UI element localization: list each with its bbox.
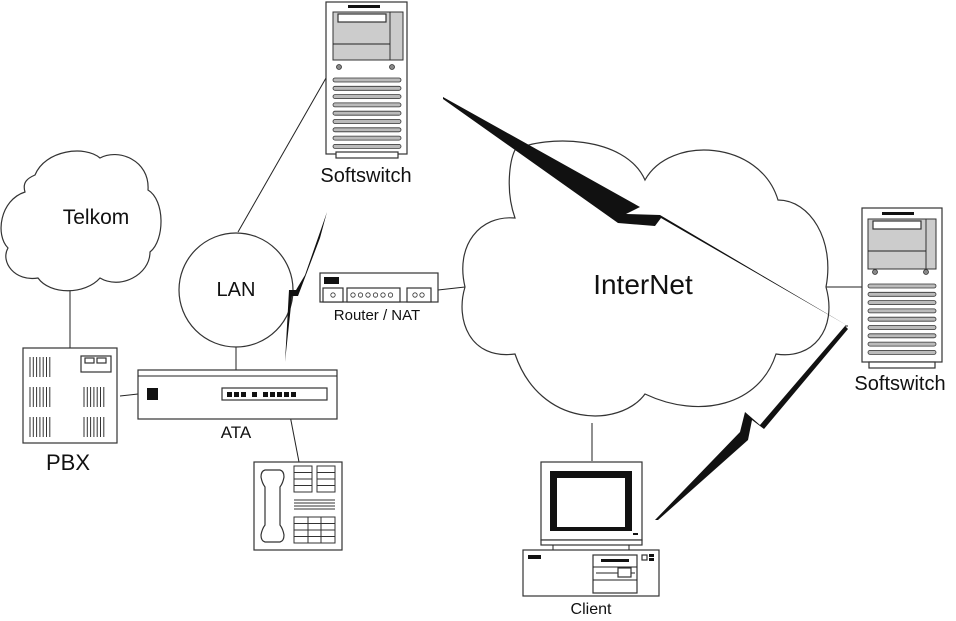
edge-pbx-ata bbox=[119, 393, 139, 397]
ata-port bbox=[252, 392, 257, 397]
server-handle bbox=[882, 212, 914, 215]
vent-slot bbox=[332, 77, 402, 83]
softswitch-top: Softswitch bbox=[320, 1, 412, 187]
ata-ports bbox=[227, 392, 296, 397]
vent-slot bbox=[332, 85, 402, 91]
led-icon bbox=[336, 64, 342, 70]
pbx-node: PBX bbox=[22, 347, 118, 475]
wireless-links bbox=[285, 97, 848, 520]
ata-label: ATA bbox=[221, 423, 252, 442]
port-led bbox=[372, 292, 379, 298]
softswitch-right-label: Softswitch bbox=[854, 373, 945, 395]
router-nat: Router / NAT bbox=[319, 272, 439, 324]
port-led bbox=[357, 292, 364, 298]
vent-slot bbox=[867, 291, 937, 297]
ata-port bbox=[263, 392, 268, 397]
port-led bbox=[350, 292, 356, 298]
phone-keypad bbox=[293, 465, 336, 544]
ata-port bbox=[284, 392, 289, 397]
optical-drive bbox=[872, 220, 922, 230]
ata-port bbox=[234, 392, 239, 397]
telkom-cloud-shape bbox=[0, 150, 162, 292]
router-port bbox=[322, 287, 344, 303]
router-label: Router / NAT bbox=[334, 307, 420, 324]
led-icon bbox=[872, 269, 878, 275]
telkom-label: Telkom bbox=[63, 206, 130, 229]
router-port-leds bbox=[350, 292, 394, 298]
led-icon bbox=[389, 64, 395, 70]
led-icon bbox=[923, 269, 929, 275]
vent-slot bbox=[332, 127, 402, 133]
pbx-vents bbox=[29, 357, 105, 437]
lightning-client-softswitch bbox=[655, 326, 848, 520]
vent-slot bbox=[332, 102, 402, 108]
vent-slot bbox=[867, 316, 937, 322]
edge-router-internet bbox=[437, 286, 466, 291]
internet-cloud: InterNet bbox=[461, 140, 830, 417]
vent-slot bbox=[867, 333, 937, 339]
server-base bbox=[868, 361, 936, 369]
vent-slot bbox=[867, 341, 937, 347]
ata-node: ATA bbox=[137, 369, 338, 442]
ip-phone-node bbox=[253, 461, 343, 551]
desktop-case bbox=[522, 549, 660, 597]
ata-port bbox=[227, 392, 232, 397]
vent-slot bbox=[867, 325, 937, 330]
port-led bbox=[365, 292, 371, 298]
lightning-ata-router bbox=[285, 212, 327, 362]
server-handle bbox=[348, 5, 380, 8]
internet-label: InterNet bbox=[593, 269, 693, 300]
vent-slot bbox=[332, 143, 402, 149]
lightning-softswitch-softswitch bbox=[443, 97, 848, 326]
ata-port bbox=[291, 392, 296, 397]
router-indicator bbox=[324, 277, 339, 284]
vent-slot bbox=[332, 94, 402, 99]
client-label: Client bbox=[571, 601, 612, 618]
vent-grille bbox=[867, 283, 937, 355]
lan-label: LAN bbox=[217, 279, 256, 301]
internet-cloud-shape bbox=[461, 140, 830, 417]
vent-slot bbox=[332, 119, 402, 124]
vent-slot bbox=[867, 308, 937, 314]
vent-slot bbox=[867, 283, 937, 289]
vent-grille bbox=[332, 77, 402, 149]
monitor-stand bbox=[540, 539, 643, 546]
edge-lan-softswitch bbox=[237, 77, 327, 233]
lan-node: LAN bbox=[178, 232, 294, 348]
optical-drive bbox=[337, 13, 387, 23]
monitor-screen bbox=[557, 478, 625, 527]
drive-side-panel bbox=[925, 218, 937, 270]
ata-port bbox=[241, 392, 246, 397]
ata-port bbox=[270, 392, 275, 397]
pbx-label: PBX bbox=[46, 450, 90, 475]
port-led bbox=[387, 292, 394, 298]
vent-slot bbox=[867, 349, 937, 355]
server-base bbox=[335, 151, 399, 159]
telkom-cloud: Telkom bbox=[0, 150, 162, 292]
vent-slot bbox=[332, 135, 402, 141]
vent-slot bbox=[332, 110, 402, 116]
port-led bbox=[380, 292, 386, 298]
ata-port bbox=[277, 392, 282, 397]
ata-power-indicator bbox=[147, 388, 158, 400]
softswitch-top-label: Softswitch bbox=[320, 165, 411, 187]
softswitch-right: Softswitch bbox=[854, 207, 946, 395]
handset-icon bbox=[260, 469, 285, 543]
router-wan-port bbox=[406, 287, 432, 303]
drive-side-panel bbox=[389, 11, 404, 61]
vent-slot bbox=[867, 300, 937, 306]
client-node: Client bbox=[522, 461, 660, 618]
